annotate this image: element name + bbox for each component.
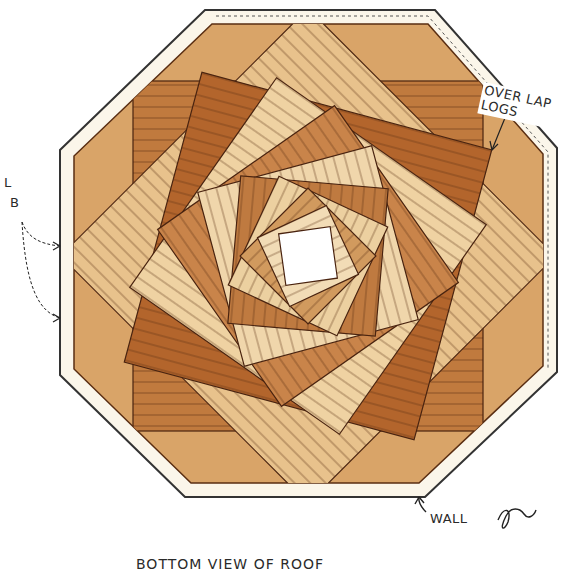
leader-line bbox=[22, 222, 60, 318]
overlap-line bbox=[216, 16, 548, 368]
arrow-head bbox=[415, 497, 424, 504]
callout-label: L bbox=[4, 176, 24, 191]
leader-line bbox=[492, 118, 505, 150]
arrow-head bbox=[53, 242, 60, 322]
caption-text: BOTTOM VIEW OF ROOF bbox=[100, 556, 360, 572]
callout-label: B bbox=[10, 196, 30, 211]
leader-line bbox=[419, 497, 426, 512]
callout-label: WALL bbox=[430, 512, 490, 527]
log-spiral bbox=[61, 9, 556, 504]
signature-mark bbox=[498, 509, 536, 528]
arrow-head bbox=[490, 141, 498, 150]
